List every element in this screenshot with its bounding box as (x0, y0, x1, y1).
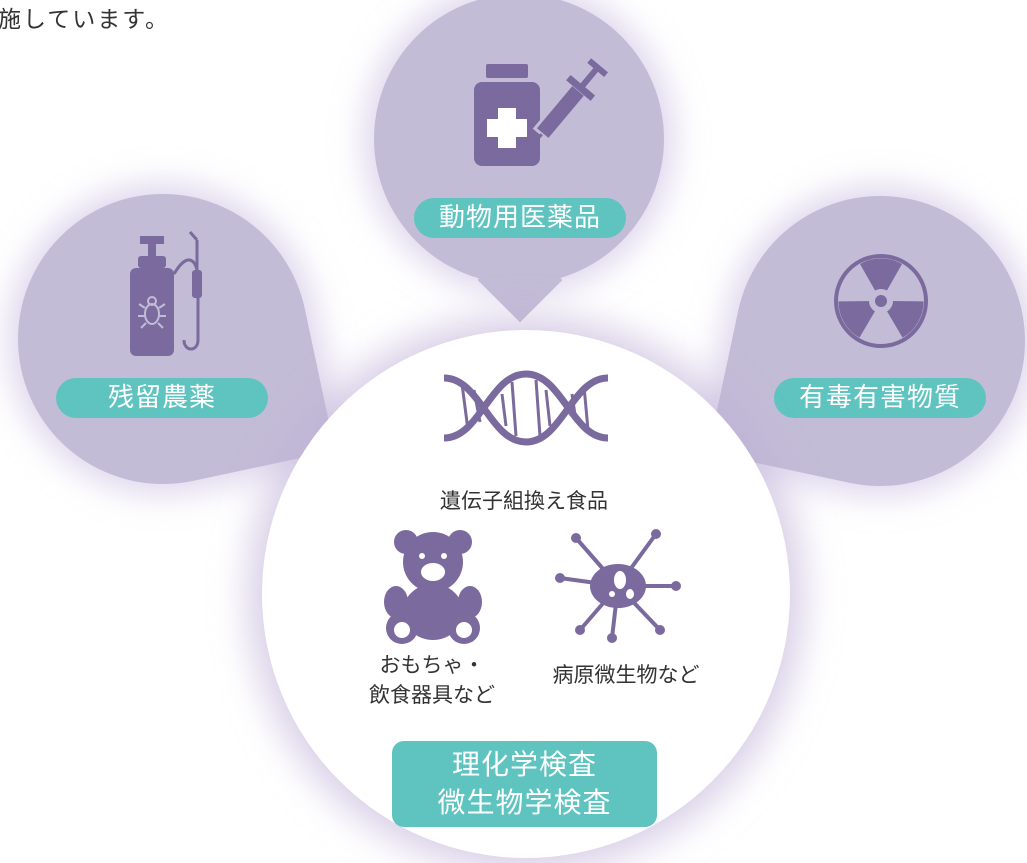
radiation-icon (834, 254, 928, 348)
label-toxic-substances: 有毒有害物質 (774, 378, 986, 418)
medicine-syringe-icon (474, 58, 608, 166)
label-tests-line2: 微生物学検査 (437, 786, 612, 819)
label-gmo-food: 遺伝子組換え食品 (440, 489, 608, 513)
label-tests-line1: 理化学検査 (451, 748, 597, 781)
label-veterinary-drugs: 動物用医薬品 (414, 198, 626, 238)
microorganism-icon (555, 529, 681, 643)
label-toys-line1: おもちゃ・ (379, 653, 485, 677)
tests-box: 理化学検査 微生物学検査 (392, 741, 657, 827)
teddy-bear-icon (384, 530, 482, 644)
pesticide-sprayer-icon (130, 231, 202, 356)
label-pesticide-residues: 残留農薬 (56, 378, 268, 418)
label-pathogens: 病原微生物など (552, 663, 700, 687)
label-toys-line2: 飲食器具など (369, 683, 495, 707)
dna-icon (443, 370, 609, 446)
label-toys-tableware: おもちゃ・ 飲食器具など (352, 650, 512, 710)
intro-text: 施しています。 (0, 7, 171, 33)
